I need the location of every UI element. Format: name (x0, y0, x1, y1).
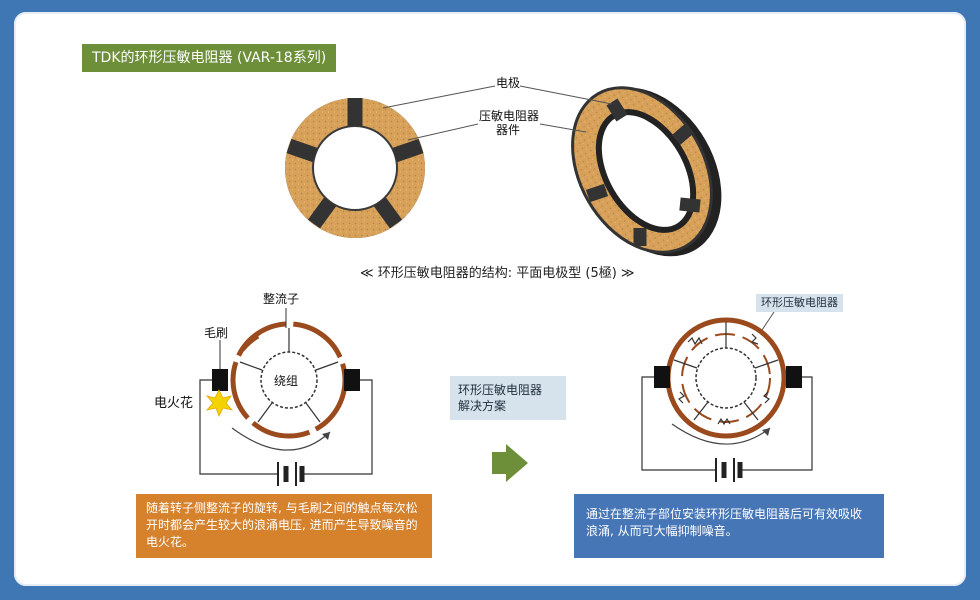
electrode-segment (679, 197, 701, 213)
electrode-segment (585, 183, 609, 203)
title-badge: TDK的环形压敏电阻器 (VAR-18系列) (82, 44, 337, 72)
electrode-segments (286, 98, 424, 229)
solution-arrow-icon (492, 444, 528, 482)
varistor-symbol (717, 417, 731, 426)
rotation-arrowhead (322, 432, 330, 440)
rotation-arrow (671, 423, 771, 445)
winding-leads (673, 322, 779, 421)
solution-line2: 解决方案 (458, 399, 507, 413)
leader-line (382, 85, 496, 109)
leader-line (519, 85, 613, 105)
electrode-segment (671, 123, 695, 145)
leader-line (407, 123, 479, 141)
winding-coil (695, 347, 757, 409)
commutator-label: 整流子 (263, 292, 300, 306)
solution-note: 通过在整流子部位安装环形压敏电阻器后可有效吸收浪涌, 从而可大幅抑制噪音。 (574, 494, 884, 558)
tilted-ring-varistor (571, 86, 722, 257)
winding-leads (239, 328, 339, 423)
structure-caption: ≪ 环形压敏电阻器的结构: 平面电极型 (5極) ≫ (360, 266, 635, 281)
electrode-segments (585, 98, 701, 246)
solution-line1: 环形压敏电阻器 (458, 383, 543, 397)
varistor-label-line2: 器件 (496, 123, 521, 137)
left-motor-diagram (199, 308, 373, 486)
brush-label: 毛刷 (204, 326, 229, 340)
electrode-segment (307, 197, 337, 229)
circuit-wire-left (641, 376, 716, 471)
varistor-symbol (763, 391, 770, 404)
electrode-segment (373, 197, 403, 229)
leader-line (539, 123, 587, 133)
leader-lines (382, 85, 613, 141)
tag-pointer (761, 311, 775, 331)
electrode-segment (606, 98, 628, 122)
brush-left (212, 369, 228, 391)
winding-label: 绕组 (274, 374, 299, 388)
varistor-symbol (750, 333, 759, 345)
electrode-segment (286, 138, 318, 163)
ring-hole (312, 125, 398, 211)
circuit-wire-left (199, 379, 278, 475)
spark-icon (205, 389, 234, 417)
electrode-label: 电极 (496, 76, 521, 90)
problem-note: 随着转子侧整流子的旋转, 与毛刷之间的触点每次松开时都会产生较大的浪涌电压, 进… (136, 494, 432, 558)
spark-label: 电火花 (154, 396, 194, 411)
brush-left (654, 366, 670, 388)
varistor-symbol (687, 336, 703, 346)
flat-ring-varistor (285, 98, 425, 238)
circuit-wire-right (302, 379, 373, 475)
rotation-arrow (231, 427, 331, 451)
battery-symbol (277, 462, 305, 486)
varistor-symbol (678, 391, 685, 404)
battery-symbol (715, 458, 743, 482)
circuit-wire-right (740, 376, 813, 471)
right-motor-diagram (641, 311, 813, 482)
electrode-segment (392, 138, 424, 163)
varistor-symbols (678, 333, 770, 426)
varistor-tag: 环形压敏电阻器 (756, 294, 843, 312)
rotation-arrowhead (762, 428, 770, 436)
brush-right (786, 366, 802, 388)
solution-box: 环形压敏电阻器 解决方案 (450, 376, 566, 420)
brush-right (344, 369, 360, 391)
varistor-label-line1: 压敏电阻器 (479, 109, 540, 123)
